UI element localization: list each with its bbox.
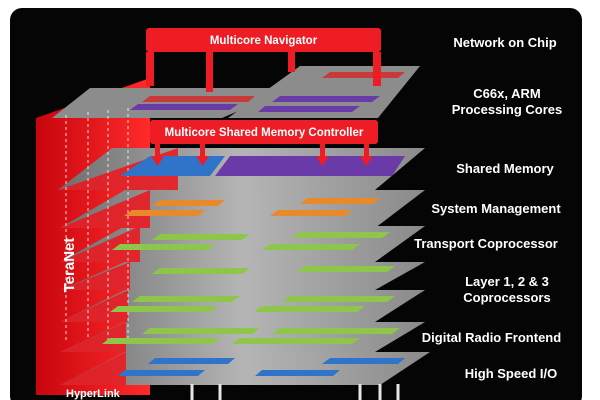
core-chip [130,104,238,110]
layer-label-transport-coprocessor: Transport Coprocessor [414,236,558,251]
radio-chip [232,338,360,344]
navigator-banner-shape [146,28,381,92]
multicore-navigator-label: Multicore Navigator [209,35,318,47]
transport-chip [292,232,390,238]
shared-memory-purple-block [215,156,405,176]
layer-label-high-speed-io: High Speed I/O [464,366,558,381]
io-chip [148,358,235,364]
sysmgmt-chip [270,210,352,216]
layer123-chip [132,296,240,302]
io-chip [322,358,405,364]
layer-label-processing-cores: C66x, ARM Processing Cores [451,86,563,117]
layer-label-layer-coprocessors: Layer 1, 2 & 3 Coprocessors [463,274,551,305]
transport-chip [112,244,215,250]
msmc-label: Multicore Shared Memory Controller [164,127,364,139]
sysmgmt-chip [300,198,380,204]
radio-chip [102,338,220,344]
io-chip [118,370,205,376]
plate-cores-left [52,88,292,118]
core-chip [272,96,380,102]
layer123-chip [297,266,395,272]
io-pins [190,384,400,400]
layer-label-network-on-chip: Network on Chip [453,35,557,50]
layer123-chip [110,306,218,312]
io-chip [255,370,340,376]
layer-label-shared-memory: Shared Memory [456,161,554,176]
radio-chip [272,328,400,334]
layer123-chip [152,268,250,274]
shared-memory-blue-block [120,156,225,176]
layer-label-system-management: System Management [431,201,561,216]
core-chip [322,72,405,78]
sysmgmt-chip [124,210,205,216]
layer123-chip [254,306,365,312]
transport-chip [262,244,360,250]
plate-cores-right [228,66,420,118]
teranet-risers [65,108,129,340]
layer123-chip [282,296,395,302]
transport-chip [152,234,250,240]
core-chip [142,96,255,102]
teranet-label: TeraNet [61,237,78,293]
hyperlink-label: HyperLink [66,388,120,400]
layer-label-digital-radio-frontend: Digital Radio Frontend [421,330,562,345]
radio-chip [142,328,260,334]
core-chip [258,106,360,112]
layer-chips [102,72,405,376]
sysmgmt-chip [152,200,225,206]
msmc-banner-shape [150,120,378,166]
